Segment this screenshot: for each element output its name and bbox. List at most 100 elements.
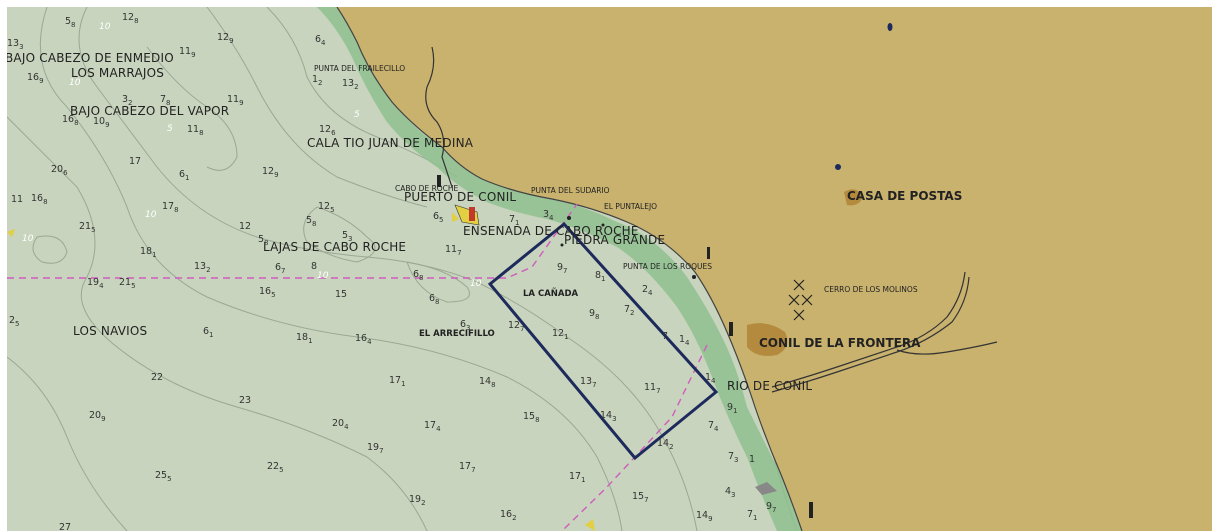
place-la-canada: LA CAÑADA: [523, 289, 579, 299]
sounding: 143: [600, 410, 617, 423]
place-piedra-grande: PIEDRA GRANDE: [564, 233, 666, 247]
place-los-marrajos: LOS MARRAJOS: [71, 66, 165, 80]
sounding: 71: [509, 214, 520, 227]
sounding: 67: [275, 262, 286, 275]
sounding: 8: [311, 261, 318, 272]
sounding: 215: [79, 221, 96, 234]
place-punta-sudario: PUNTA DEL SUDARIO: [531, 186, 610, 195]
place-cala-tio-juan: CALA TIO JUAN DE MEDINA: [307, 136, 474, 150]
sounding: 24: [642, 284, 653, 297]
sounding: 64: [315, 34, 326, 47]
sounding: 177: [459, 461, 476, 474]
sounding: 61: [203, 326, 214, 339]
sounding: 71: [747, 509, 758, 522]
sounding: 132: [194, 261, 211, 274]
sounding: 125: [318, 201, 335, 214]
place-rio-conil: RIO DE CONIL: [727, 379, 813, 393]
sounding: 58: [306, 215, 317, 228]
sounding: 117: [445, 244, 462, 257]
sounding: 27: [59, 522, 72, 531]
place-casa-postas: CASA DE POSTAS: [847, 189, 963, 203]
sounding: 225: [267, 461, 284, 474]
place-puerto-conil: PUERTO DE CONIL: [404, 190, 517, 204]
sounding: 181: [296, 332, 313, 345]
sounding: 97: [557, 262, 568, 275]
contour-label: 10: [22, 234, 34, 244]
sounding: 15: [335, 289, 348, 300]
sounding: 181: [140, 246, 157, 259]
sounding: 25: [9, 315, 20, 328]
windmill-symbols: [788, 279, 813, 321]
sounding: 129: [262, 166, 279, 179]
sounding: 118: [187, 124, 204, 137]
sounding: 98: [589, 308, 600, 321]
sounding: 178: [162, 201, 179, 214]
place-cerro-molinos: CERRO DE LOS MOLINOS: [824, 285, 918, 294]
sounding: 133: [7, 38, 24, 51]
sounding: 17: [129, 156, 142, 167]
sounding: 74: [708, 420, 719, 433]
sounding: 23: [239, 395, 252, 406]
sounding: 164: [355, 333, 372, 346]
place-punta-roques: PUNTA DE LOS ROQUES: [623, 262, 713, 271]
sounding: 149: [696, 510, 713, 523]
nautical-chart[interactable]: BAJO CABEZO DE ENMEDIO LOS MARRAJOS BAJO…: [7, 7, 1212, 531]
sounding: 22: [151, 372, 164, 383]
sounding: 215: [119, 277, 136, 290]
sounding: 255: [155, 470, 172, 483]
sounding: 126: [319, 124, 336, 137]
sounding: 73: [728, 451, 739, 464]
sounding: 7: [662, 331, 669, 342]
limit-lines: [7, 203, 708, 531]
wreck-symbol: [755, 482, 777, 495]
sounding: 137: [580, 376, 597, 389]
place-cabo-de-roche: CABO DE ROCHE: [395, 184, 459, 193]
sounding: 109: [93, 116, 110, 129]
sounding: 162: [500, 509, 517, 522]
sounding: 204: [332, 418, 349, 431]
sounding: 117: [644, 382, 661, 395]
sounding: 142: [657, 438, 674, 451]
sounding: 194: [87, 277, 104, 290]
sounding: 209: [89, 410, 106, 423]
sounding: 61: [179, 169, 190, 182]
chart-base-map: [7, 7, 1212, 531]
sounding: 1: [749, 454, 756, 465]
sounding: 206: [51, 164, 68, 177]
sounding: 12: [312, 74, 323, 87]
place-lajas: LAJAS DE CABO ROCHE: [263, 240, 407, 254]
sounding: 32: [122, 94, 133, 107]
place-el-arrecifillo: EL ARRECIFILLO: [419, 329, 495, 339]
place-bajo-cabezo-vapor: BAJO CABEZO DEL VAPOR: [70, 104, 230, 118]
contour-label: 5: [354, 110, 360, 120]
sounding: 168: [62, 114, 79, 127]
sounding: 129: [217, 32, 234, 45]
contour-label: 5: [167, 124, 173, 134]
contour-label: 10: [145, 210, 157, 220]
sounding: 119: [227, 94, 244, 107]
sounding: 97: [766, 501, 777, 514]
place-conil-frontera: CONIL DE LA FRONTERA: [759, 336, 921, 350]
sounding: 127: [508, 320, 525, 333]
contour-label: 10: [69, 78, 81, 88]
sounding: 58: [65, 16, 76, 29]
place-punta-frailecillo: PUNTA DEL FRAILECILLO: [314, 64, 406, 73]
rivers: [425, 46, 998, 393]
sounding: 91: [727, 402, 738, 415]
lighthouse-symbols: [437, 175, 813, 518]
sounding: 12: [239, 221, 252, 232]
sounding: 53: [342, 230, 353, 243]
sounding: 78: [160, 94, 171, 107]
sounding: 148: [479, 376, 496, 389]
sounding: 68: [413, 269, 424, 282]
sounding: 168: [31, 193, 48, 206]
contour-label: 10: [99, 22, 111, 32]
sounding: 165: [259, 286, 276, 299]
sounding: 34: [543, 209, 554, 222]
sounding: 58: [258, 234, 269, 247]
place-el-puntalejo: EL PUNTALEJO: [604, 202, 658, 211]
sounding: 132: [342, 78, 359, 91]
contour-label: 10: [470, 279, 482, 289]
sounding: 192: [409, 494, 426, 507]
sounding: 128: [122, 12, 139, 25]
